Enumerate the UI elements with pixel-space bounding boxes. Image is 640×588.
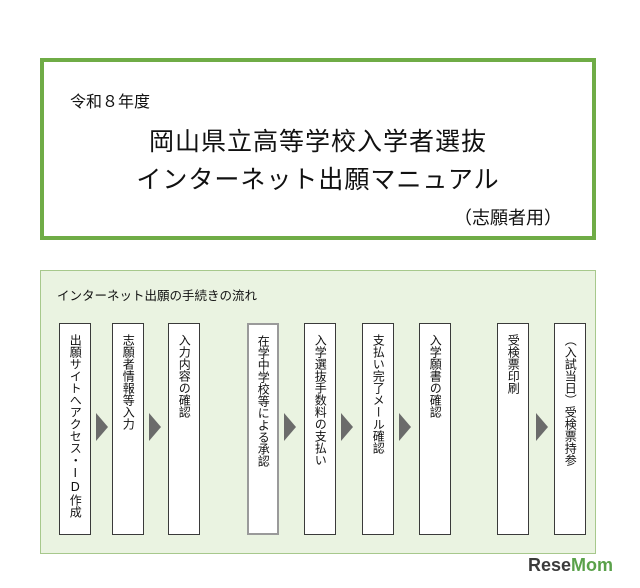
arrow-right-icon	[399, 413, 411, 441]
step-label: 受検票印刷	[506, 334, 521, 394]
step-label: 入力内容の確認	[177, 334, 192, 418]
step-2: 志願者情報等入力	[112, 323, 144, 535]
era-label: 令和８年度	[70, 92, 151, 111]
step-label: 志願者情報等入力	[121, 334, 136, 430]
step-5: 入学選抜手数料の支払い	[304, 323, 336, 535]
flow-panel: インターネット出願の手続きの流れ 出願サイトへアクセス・ID作成 志願者情報等入…	[40, 270, 596, 554]
step-8: 受検票印刷	[497, 323, 529, 535]
step-label: 支払い完了メール確認	[371, 334, 386, 454]
step-9: （入試当日）受検票持参	[554, 323, 586, 535]
arrow-right-icon	[284, 413, 296, 441]
step-label: 入学願書の確認	[428, 334, 443, 418]
title-line-1: 岡山県立高等学校入学者選抜	[148, 127, 487, 156]
step-7: 入学願書の確認	[419, 323, 451, 535]
resemom-logo: ReseMom	[528, 555, 614, 575]
audience-label: （志願者用）	[454, 208, 562, 229]
arrow-right-icon	[341, 413, 353, 441]
arrow-right-icon	[536, 413, 548, 441]
title-box: 令和８年度 岡山県立高等学校入学者選抜 インターネット出願マニュアル （志願者用…	[40, 58, 596, 240]
step-1: 出願サイトへアクセス・ID作成	[59, 323, 91, 535]
arrow-right-icon	[149, 413, 161, 441]
arrow-right-icon	[96, 413, 108, 441]
step-label: （入試当日）受検票持参	[563, 334, 578, 466]
step-4: 在学中学校等による承認	[247, 323, 279, 535]
flow-heading: インターネット出願の手続きの流れ	[57, 288, 258, 303]
step-6: 支払い完了メール確認	[362, 323, 394, 535]
step-label: 出願サイトへアクセス・ID作成	[68, 334, 83, 518]
title-line-2: インターネット出願マニュアル	[136, 165, 500, 194]
step-label: 入学選抜手数料の支払い	[313, 334, 328, 466]
step-3: 入力内容の確認	[168, 323, 200, 535]
step-label: 在学中学校等による承認	[256, 335, 271, 467]
